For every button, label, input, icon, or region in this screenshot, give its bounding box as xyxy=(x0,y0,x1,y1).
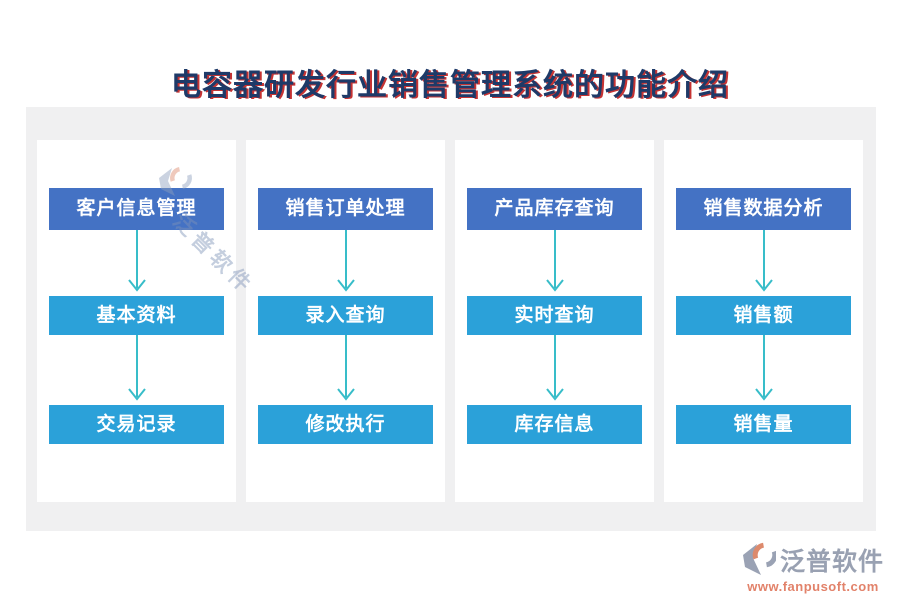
feature-column-inventory: 产品库存查询 实时查询 库存信息 xyxy=(455,140,654,502)
down-arrow-icon xyxy=(544,335,566,405)
footer-brand: 泛普软件 www.fanpusoft.com xyxy=(738,542,888,594)
feature-column-sales-analysis: 销售数据分析 销售额 销售量 xyxy=(664,140,863,502)
flow-node-sub: 交易记录 xyxy=(49,405,224,444)
down-arrow-icon xyxy=(335,230,357,296)
content-panel: 客户信息管理 基本资料 交易记录 销售订单处理 xyxy=(26,107,876,531)
fanpu-logo-icon xyxy=(742,542,776,575)
down-arrow-icon xyxy=(544,230,566,296)
down-arrow-icon xyxy=(753,230,775,296)
flow-node-header: 客户信息管理 xyxy=(49,188,224,230)
flow-node-header: 销售订单处理 xyxy=(258,188,433,230)
flow-node-sub: 基本资料 xyxy=(49,296,224,335)
feature-column-customer-info: 客户信息管理 基本资料 交易记录 xyxy=(37,140,236,502)
flow-node-header: 销售数据分析 xyxy=(676,188,851,230)
feature-column-sales-order: 销售订单处理 录入查询 修改执行 xyxy=(246,140,445,502)
page-title: 电容器研发行业销售管理系统的功能介绍 xyxy=(171,69,729,102)
flow-node-header: 产品库存查询 xyxy=(467,188,642,230)
flow-node-sub: 录入查询 xyxy=(258,296,433,335)
flow-node-sub: 销售量 xyxy=(676,405,851,444)
brand-url: www.fanpusoft.com xyxy=(747,579,879,594)
flow-node-sub: 库存信息 xyxy=(467,405,642,444)
flow-node-sub: 实时查询 xyxy=(467,296,642,335)
brand-name: 泛普软件 xyxy=(779,549,884,576)
down-arrow-icon xyxy=(753,335,775,405)
flow-node-sub: 销售额 xyxy=(676,296,851,335)
down-arrow-icon xyxy=(126,335,148,405)
down-arrow-icon xyxy=(126,230,148,296)
down-arrow-icon xyxy=(335,335,357,405)
feature-columns: 客户信息管理 基本资料 交易记录 销售订单处理 xyxy=(37,140,863,502)
flow-node-sub: 修改执行 xyxy=(258,405,433,444)
